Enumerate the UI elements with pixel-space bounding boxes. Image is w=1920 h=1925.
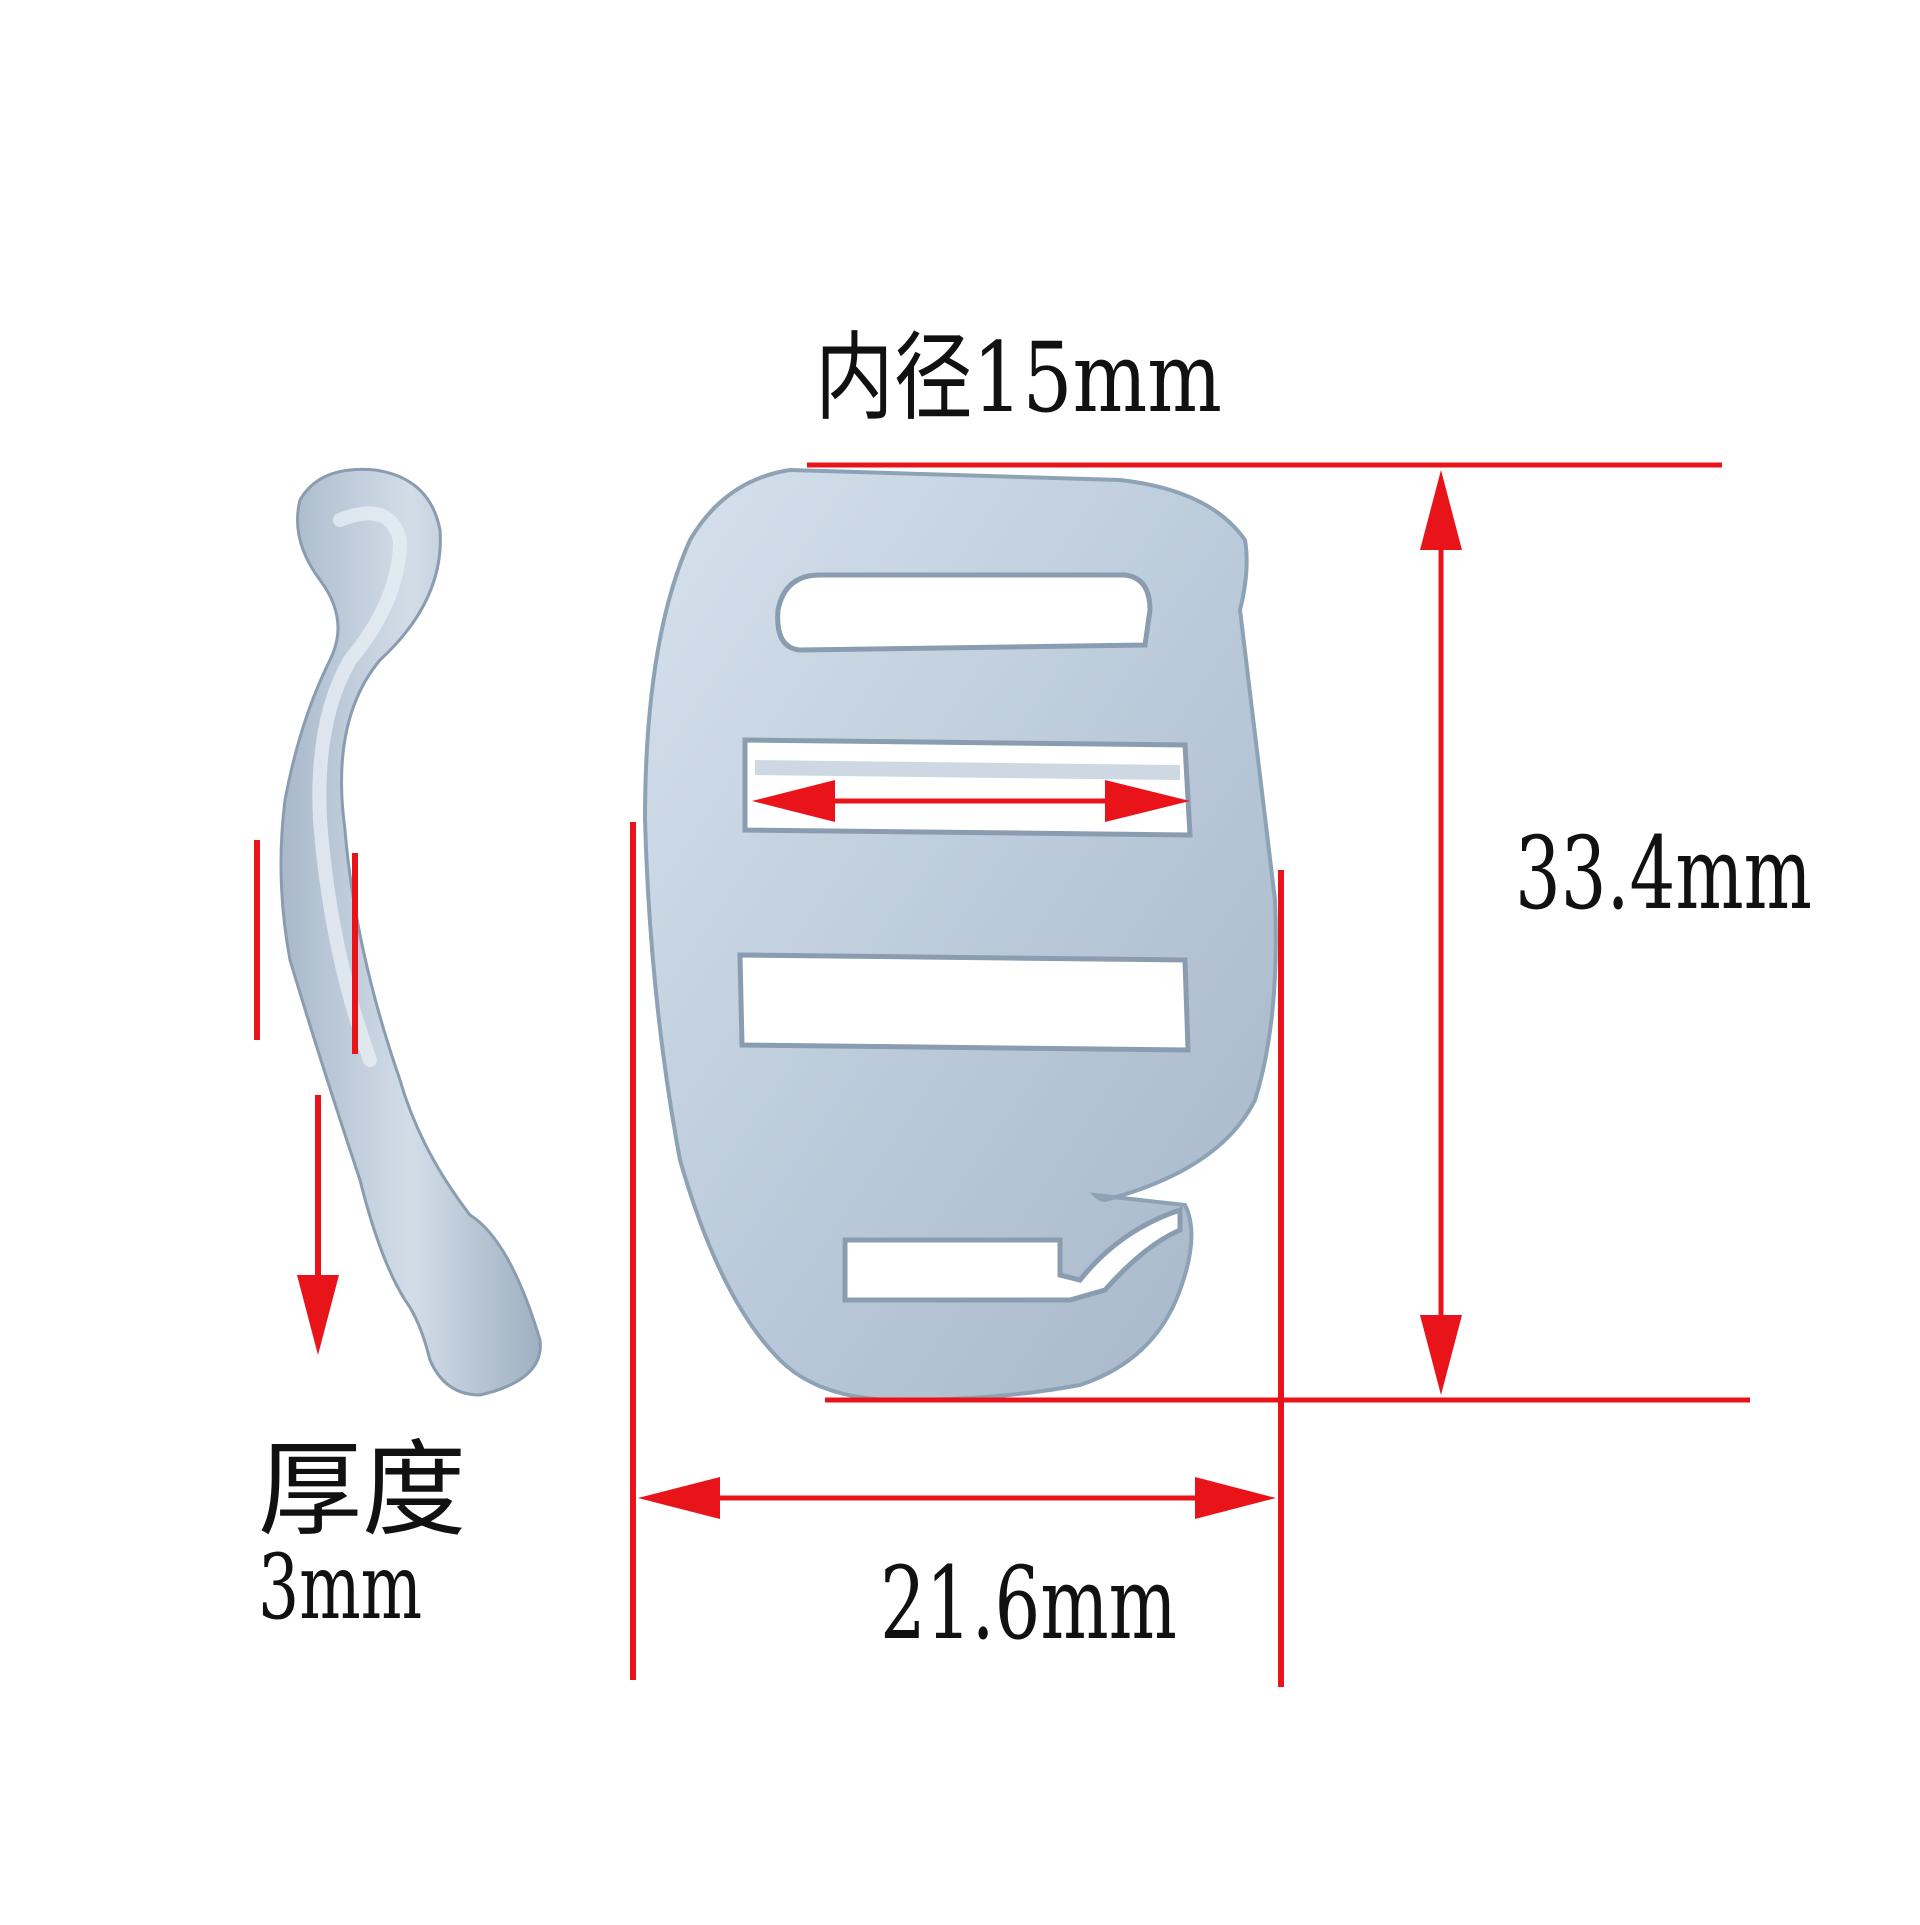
buckle-side-view	[279, 467, 542, 1397]
thickness-title-label: 厚度	[258, 1429, 467, 1551]
width-arrow-right	[1195, 1477, 1276, 1519]
height-label: 33.4mm	[1515, 815, 1812, 932]
buckle-front-view	[642, 467, 1278, 1403]
inner-diameter-label: 内径15mm	[815, 322, 1222, 434]
side-view-highlight	[312, 506, 408, 1067]
inner-arrow-left	[752, 780, 835, 822]
buckle-body	[642, 467, 1278, 1403]
buckle-middle-slot-bar	[755, 760, 1180, 780]
side-view-body	[279, 467, 542, 1397]
buckle-hook-slot	[842, 1206, 1183, 1303]
thickness-value-label: 3mm	[258, 1535, 423, 1640]
buckle-bottom-slot	[737, 952, 1191, 1053]
height-arrow-top	[1420, 470, 1462, 550]
width-label: 21.6mm	[880, 1545, 1177, 1662]
height-arrow-bottom	[1420, 1315, 1462, 1395]
width-arrow-left	[638, 1477, 720, 1519]
dimension-lines	[254, 462, 1750, 1687]
inner-arrow-right	[1105, 780, 1190, 822]
buckle-top-slot	[775, 572, 1153, 653]
thickness-arrow-head	[297, 1275, 339, 1355]
